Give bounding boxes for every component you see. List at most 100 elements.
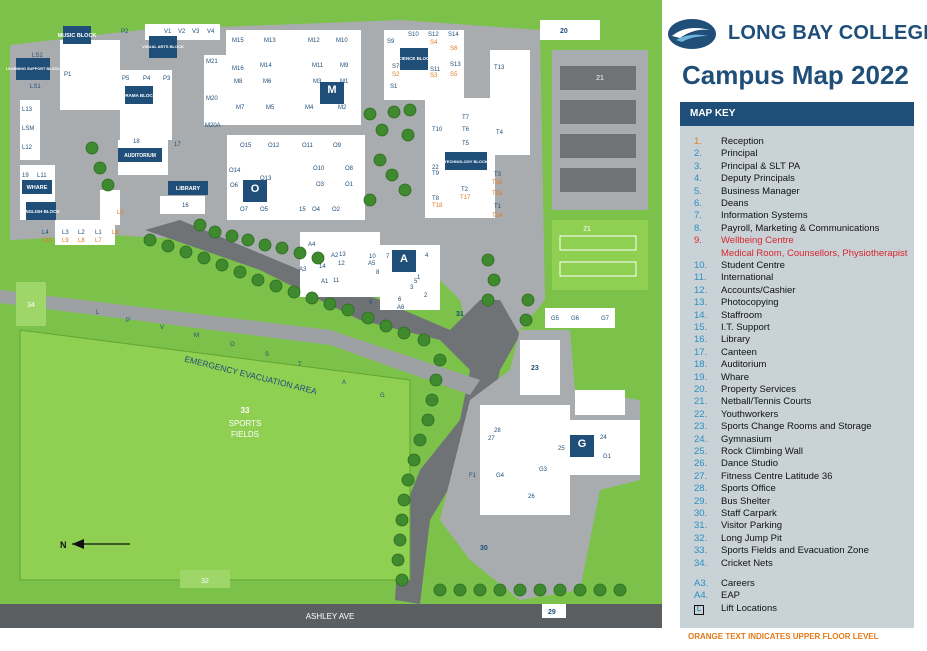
key-item-number: 28. <box>694 483 708 495</box>
room-label: O13 <box>260 176 272 182</box>
tree-icon <box>287 285 301 299</box>
field-marker: M <box>194 333 199 339</box>
room-label: 17 <box>174 142 181 148</box>
library-tag <box>168 181 208 195</box>
netball-tennis-courts-south <box>552 220 648 290</box>
room-label: T4 <box>496 130 504 136</box>
key-item-label: Staff Carpark <box>721 508 777 519</box>
tree-icon <box>433 353 447 367</box>
room-label: L11 <box>37 173 47 179</box>
key-item-number: 25. <box>694 446 708 457</box>
room-label: V2 <box>178 29 186 35</box>
tree-icon <box>305 291 319 305</box>
key-item-label: Whare <box>721 371 749 383</box>
key-extra-item: A4.EAP <box>694 590 740 602</box>
key-item: 12.Accounts/Cashier <box>694 285 795 297</box>
tree-icon <box>363 107 377 121</box>
tree-icon <box>397 493 411 507</box>
key-item: Medical Room, Counsellors, Physiotherapi… <box>694 248 907 260</box>
field-marker: S <box>265 352 269 358</box>
key-item: 17.Canteen <box>694 347 757 359</box>
room-label: M1 <box>340 79 349 85</box>
room-label: 18 <box>133 139 140 145</box>
tree-icon <box>361 311 375 325</box>
key-item: 29. Bus Shelter <box>694 496 770 508</box>
room-label: O11 <box>302 143 314 149</box>
key-extra-number: A4. <box>694 590 709 602</box>
room-label: T9 <box>432 171 440 177</box>
key-item-label: Fitness Centre Latitude 36 <box>721 470 833 482</box>
key-item-label: Cricket Nets <box>721 557 773 569</box>
room-label: S14 <box>448 32 459 38</box>
key-item-label: International <box>721 272 774 284</box>
g-block-letter: G <box>578 438 587 450</box>
upper-floor-footnote: ORANGE TEXT INDICATES UPPER FLOOR LEVEL <box>688 632 879 641</box>
tree-icon <box>393 533 407 547</box>
key-item: 15.I.T. Support <box>694 322 770 334</box>
tree-icon <box>215 258 229 272</box>
field-marker: V <box>160 325 164 331</box>
college-name: LONG BAY COLLEGE <box>728 22 927 44</box>
tree-icon <box>425 393 439 407</box>
room-label: O8 <box>345 166 354 172</box>
room-label: A2 <box>331 253 339 259</box>
key-item-label: Deputy Principals <box>721 173 795 185</box>
room-label: LS1 <box>30 84 41 90</box>
room-label: 5 <box>414 279 418 285</box>
room-label: T7 <box>462 115 470 121</box>
key-extra-label: Lift Locations <box>721 602 777 614</box>
key-item-label: Business Manager <box>721 185 800 197</box>
science-block-tag <box>400 48 428 70</box>
key-item-label: Sports Change Rooms and Storage <box>721 421 872 433</box>
room-label: O3 <box>316 182 325 188</box>
tree-icon <box>341 303 355 317</box>
room-label: P5 <box>122 76 130 82</box>
room-label: M5 <box>266 105 275 111</box>
tree-icon <box>197 251 211 265</box>
room-label: V1 <box>164 29 172 35</box>
key-extra-number: L <box>694 603 721 615</box>
music-block-label: MUSIC BLOCK <box>58 33 97 39</box>
key-item-number: 5. <box>694 185 702 197</box>
north-arrow-icon: N <box>60 539 130 550</box>
key-item: 11.International <box>694 272 773 284</box>
key-item: 26.Dance Studio <box>694 458 778 470</box>
key-item-label: Dance Studio <box>721 458 779 470</box>
room-label: O10 <box>313 166 325 172</box>
room-label: M20A <box>205 123 221 129</box>
tree-icon <box>143 233 157 247</box>
o-block-letter: O <box>251 183 260 195</box>
key-item-number: 21. <box>694 396 708 408</box>
a-block-tag <box>392 250 416 272</box>
room-label: M10 <box>336 38 348 44</box>
key-item-label: Bus Shelter <box>721 495 771 507</box>
field-marker: T <box>298 362 302 368</box>
room-label: P3 <box>163 76 171 82</box>
key-item: 9.Wellbeing Centre <box>694 235 794 247</box>
room-label: L10 <box>42 238 53 244</box>
key-item-label: Information Systems <box>721 210 808 222</box>
room-label: S3 <box>430 73 438 79</box>
a-block-letter: A <box>400 253 408 265</box>
tree-icon <box>401 473 415 487</box>
tree-icon <box>385 168 399 182</box>
tree-icon <box>417 333 431 347</box>
key-item-number: 6. <box>694 198 702 209</box>
room-label: T18 <box>432 203 443 209</box>
room-label: L8 <box>78 238 85 244</box>
key-item-label: Sports Fields and Evacuation Zone <box>721 545 869 557</box>
visual-arts-block-tag <box>149 36 177 58</box>
key-item-number: 29. <box>694 495 708 507</box>
key-item-label: Netball/Tennis Courts <box>721 396 812 408</box>
key-item-number: 33. <box>694 545 708 557</box>
tree-icon <box>161 239 175 253</box>
tree-icon <box>413 433 427 447</box>
key-item-number: 7. <box>694 210 702 222</box>
campus-map: ASHLEY AVE 33 SPORTS FIELDS EMERGENCY EV… <box>0 0 662 651</box>
room-label: O9 <box>333 143 342 149</box>
tree-icon <box>375 123 389 137</box>
visitor-parking-number: 31 <box>456 311 464 318</box>
change-rooms-number: 23 <box>531 365 539 372</box>
room-label: V4 <box>207 29 215 35</box>
